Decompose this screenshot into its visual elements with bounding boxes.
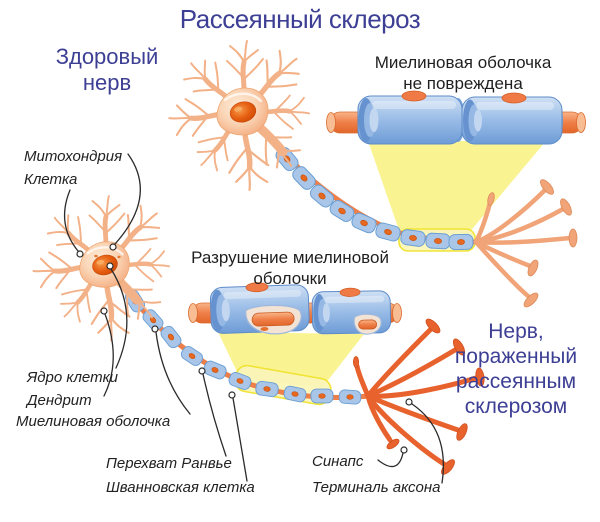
axon-terminals-healthy [473,179,578,308]
myelin-cylinder [461,92,563,145]
svg-text:Разрушение миелиновой: Разрушение миелиновой [191,248,389,267]
page-title: Рассеянный склероз [180,4,420,34]
svg-text:Миелиновая оболочка: Миелиновая оболочка [375,53,552,72]
schwann-nucleus [401,90,427,102]
svg-text:Нерв,: Нерв, [488,320,544,343]
svg-text:оболочки: оболочки [253,269,326,288]
damaged-nerve-fiber [122,287,373,405]
healthy-nerve-fiber [273,143,477,251]
heading-intact-myelin: Миелиновая оболочка не повреждена [375,53,552,93]
damaged-myelin-segment [201,359,229,381]
closeup-intact-myelin [326,90,586,145]
zoom-beam-healthy [368,141,546,234]
damaged-cylinder [311,287,392,335]
label-cell: Клетка [24,171,77,188]
label-dendrite: Дендрит [25,392,92,409]
label-myelin-sheath: Миелиновая оболочка [16,413,170,430]
label-node-of-ranvier: Перехват Ранвье [106,455,232,472]
damaged-myelin-segment [310,388,334,404]
schwann-nucleus [245,282,269,293]
schwann-nucleus [339,287,361,297]
label-synapse: Синапс [312,453,364,470]
damaged-myelin-segment [338,389,362,405]
svg-text:пораженный: пораженный [455,345,577,368]
schwann-nucleus [501,92,527,104]
svg-text:рассеянным: рассеянным [456,370,576,393]
svg-text:склерозом: склерозом [465,395,568,418]
heading-myelin-destruction: Разрушение миелиновой оболочки [191,248,389,288]
svg-text:Здоровый: Здоровый [56,44,159,69]
label-mitochondria: Митохондрия [24,148,122,165]
svg-text:не повреждена: не повреждена [403,74,523,93]
callout-lines [64,153,445,484]
heading-affected-nerve: Нерв, пораженный рассеянным склерозом [455,320,577,418]
damaged-myelin-segment [254,380,280,398]
myelin-segment [349,210,379,236]
damaged-cylinder [209,282,310,335]
label-axon-terminal: Терминаль аксона [312,479,440,496]
label-schwann-cell: Шванновская клетка [106,479,255,496]
myelin-segment [399,228,427,248]
myelin-segment [448,233,474,251]
closeup-damaged-myelin [188,282,402,335]
label-cell-nucleus: Ядро клетки [26,369,119,386]
heading-healthy-nerve: Здоровый нерв [56,44,159,95]
myelin-segment [425,232,451,250]
svg-text:нерв: нерв [83,70,131,95]
myelin-cylinder [357,90,465,145]
axon-terminals-damaged [352,318,485,475]
